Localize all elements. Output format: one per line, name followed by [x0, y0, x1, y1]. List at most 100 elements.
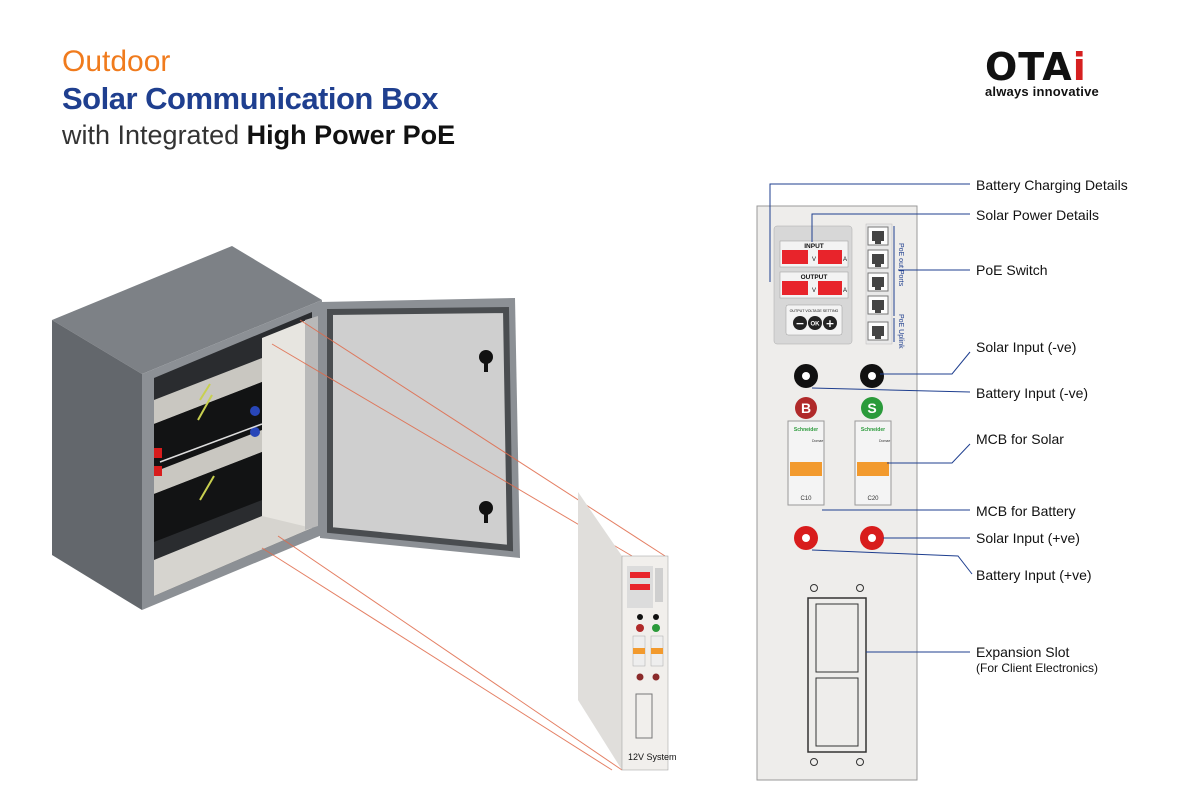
solar-badge-label: S [867, 400, 876, 416]
small-control-panel: 12V System [578, 492, 677, 771]
title-outdoor: Outdoor [62, 45, 171, 78]
subtitle-bold: High Power PoE [246, 120, 456, 150]
minus-button-label: − [795, 317, 804, 330]
door-lock-icon [484, 360, 488, 372]
wire [159, 423, 263, 463]
mcb-brand: Schneider [861, 427, 885, 433]
output-voltage-display [782, 281, 808, 295]
input-volts-unit: V [812, 257, 816, 263]
poe-uplink-port[interactable] [867, 321, 889, 341]
door-lock-icon [479, 501, 493, 515]
mcb-lever[interactable] [857, 462, 889, 476]
leader-battery-pos [811, 549, 973, 575]
plus-button[interactable] [823, 316, 837, 330]
output-current-display [818, 281, 842, 295]
enclosure-top [52, 246, 322, 374]
small-terminal [637, 614, 643, 620]
small-expansion-slot [635, 693, 653, 739]
mcb-solar[interactable]: Schneider Domae C20 [854, 420, 892, 506]
input-label: INPUT [804, 243, 824, 250]
ok-button[interactable] [808, 316, 822, 330]
poe-ports: PoE out Ports PoE Uplink [865, 223, 904, 349]
battery-2 [154, 452, 262, 542]
callout-solar-input-pos: Solar Input (+ve) [976, 530, 1080, 546]
leader-mcb-solar [887, 443, 971, 464]
callout-expansion-slot: Expansion Slot [976, 644, 1070, 660]
battery-terminal [250, 427, 260, 437]
plus-button-label: + [825, 317, 834, 330]
battery-badge [795, 397, 817, 419]
mcb-model: Domae [879, 439, 890, 443]
poe-port[interactable] [867, 226, 889, 246]
small-badge-b [636, 624, 644, 632]
din-rail [305, 316, 318, 530]
shelf-1 [154, 358, 262, 424]
interior-back-wall [262, 318, 312, 548]
output-amps-unit: A [843, 288, 847, 294]
leader-battery-neg [811, 387, 971, 393]
mcb-model: Domae [812, 439, 823, 443]
terminal-hole [802, 534, 810, 542]
callout-battery-charging: Battery Charging Details [976, 177, 1128, 193]
wire [199, 383, 211, 401]
ok-button-label: OK [811, 322, 821, 328]
input-voltage-display [782, 250, 808, 264]
shelf-2 [154, 430, 262, 494]
callout-battery-input-pos: Battery Input (+ve) [976, 567, 1092, 583]
wire [199, 475, 215, 501]
solar-badge [861, 397, 883, 419]
mcb-battery-rating: C10 [800, 496, 812, 502]
leader-solar-power [811, 213, 970, 242]
small-terminal [652, 673, 660, 681]
leader-lines [769, 183, 973, 653]
battery-terminal [154, 448, 162, 458]
minus-button[interactable] [793, 316, 807, 330]
title-subtitle: with Integrated High Power PoE [62, 118, 455, 152]
logo-tagline: always innovative [985, 84, 1099, 99]
terminal-hole [868, 534, 876, 542]
small-display [630, 584, 650, 590]
small-badge-s [652, 624, 660, 632]
small-poe-ports [655, 568, 663, 602]
terminal-hole [868, 372, 876, 380]
expansion-slot [807, 584, 867, 766]
title-block: Outdoor Solar Communication Box with Int… [62, 44, 455, 152]
callout-expansion-slot-sub: (For Client Electronics) [976, 661, 1099, 675]
poe-out-label: PoE out Ports [897, 243, 904, 287]
output-volts-unit: V [812, 288, 816, 294]
poe-port[interactable] [867, 249, 889, 269]
door-lock-icon [479, 350, 493, 364]
battery-terminal [250, 406, 260, 416]
door-panel [327, 306, 514, 552]
mcb-lever[interactable] [790, 462, 822, 476]
input-amps-unit: A [843, 257, 847, 263]
title-main: Solar Communication Box [62, 81, 439, 116]
poe-port[interactable] [867, 295, 889, 315]
leader-battery-charging [769, 183, 970, 282]
mcb-brand: Schneider [794, 427, 818, 433]
poe-port[interactable] [867, 272, 889, 292]
battery-1 [154, 382, 262, 472]
terminal-hole [802, 372, 810, 380]
front-panel: INPUT V A OUTPUT V A OUTPUT VOLTAGE SETT… [756, 183, 973, 781]
small-mcb-lever [651, 648, 663, 654]
enclosure-side [52, 320, 142, 610]
callout-solar-input-neg: Solar Input (-ve) [976, 339, 1077, 355]
projection-lines [261, 319, 666, 771]
voltage-setting-label: OUTPUT VOLTAGE SETTING [790, 309, 839, 313]
small-panel-label: 12V System [628, 752, 677, 762]
callout-solar-power: Solar Power Details [976, 207, 1099, 223]
mcb-battery[interactable]: Schneider Domae C10 [787, 420, 825, 506]
otai-logo: OTAi always innovative [985, 48, 1115, 99]
logo-wordmark: OTAi [985, 48, 1115, 86]
output-label: OUTPUT [801, 274, 828, 281]
callout-battery-input-neg: Battery Input (-ve) [976, 385, 1089, 401]
callout-mcb-battery: MCB for Battery [976, 503, 1076, 519]
logo-letter-i: i [1072, 45, 1087, 89]
small-terminal [653, 614, 659, 620]
poe-uplink-label: PoE Uplink [897, 314, 904, 349]
door-lock-icon [484, 511, 488, 523]
small-display [630, 572, 650, 578]
leader-solar-neg [880, 351, 971, 375]
